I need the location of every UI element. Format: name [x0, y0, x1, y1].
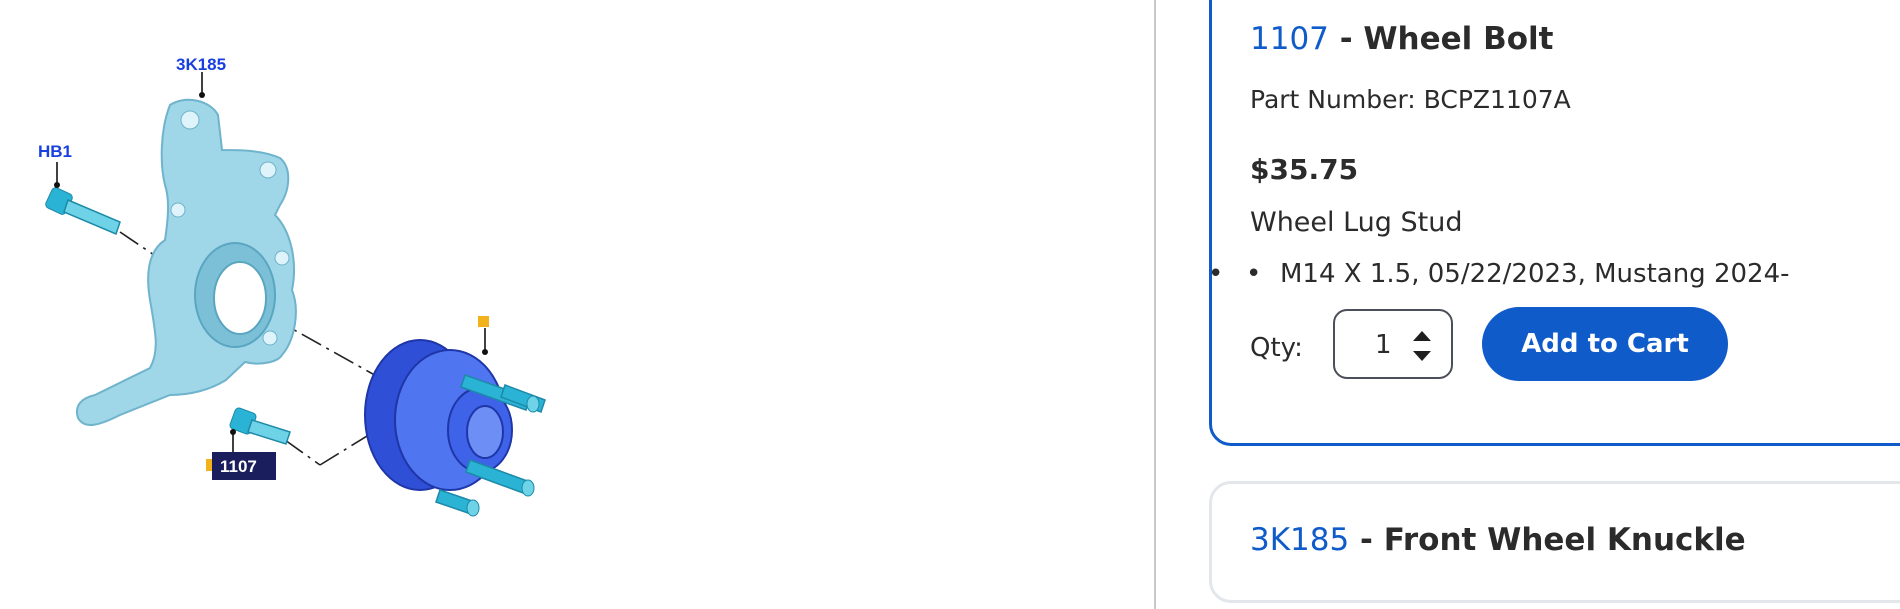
- part-note-text: M14 X 1.5, 05/22/2023, Mustang 2024-: [1280, 259, 1790, 289]
- parts-diagram-svg: 3K185 HB1 1107: [38, 55, 546, 517]
- callout-hb1[interactable]: HB1: [38, 142, 72, 161]
- part-price: $35.75: [1250, 153, 1359, 186]
- next-part-title: 3K185 - Front Wheel Knuckle: [1250, 522, 1746, 558]
- hub-part[interactable]: [364, 339, 546, 517]
- callout-3k185[interactable]: 3K185: [176, 55, 226, 74]
- upper-bolt-part[interactable]: [44, 186, 121, 236]
- next-part-number-link[interactable]: 3K185: [1250, 522, 1350, 558]
- bolt-marker-icon: [206, 459, 214, 471]
- leader-lines: [56, 72, 486, 453]
- panel-divider: [1154, 0, 1156, 609]
- title-separator: -: [1349, 522, 1384, 558]
- part-title: 1107 - Wheel Bolt: [1250, 21, 1553, 57]
- title-separator: -: [1328, 21, 1364, 57]
- quantity-stepper[interactable]: 1: [1333, 309, 1453, 379]
- wheel-bolt-part[interactable]: [229, 407, 291, 445]
- qty-label: Qty:: [1250, 333, 1303, 363]
- part-number-link[interactable]: 1107: [1250, 21, 1329, 57]
- add-to-cart-button[interactable]: Add to Cart: [1482, 307, 1728, 381]
- knuckle-part[interactable]: [76, 98, 297, 426]
- callout-1107-badge[interactable]: 1107: [212, 452, 276, 480]
- next-part-name: Front Wheel Knuckle: [1383, 522, 1746, 558]
- list-bullet-icon: •: [1208, 259, 1224, 289]
- part-description: Wheel Lug Stud: [1250, 207, 1463, 238]
- part-name: Wheel Bolt: [1363, 21, 1554, 57]
- decrement-arrow-icon[interactable]: [1413, 351, 1431, 361]
- part-number-line: Part Number: BCPZ1107A: [1250, 85, 1571, 114]
- callout-1107[interactable]: 1107: [220, 457, 257, 476]
- list-bullet-icon: •: [1246, 259, 1262, 289]
- part-card-next[interactable]: 3K185 - Front Wheel Knuckle: [1209, 481, 1900, 603]
- increment-arrow-icon[interactable]: [1413, 331, 1431, 341]
- part-card-selected: 1107 - Wheel Bolt Part Number: BCPZ1107A…: [1208, 0, 1900, 446]
- parts-diagram: 3K185 HB1 1107: [38, 55, 546, 517]
- quantity-value[interactable]: 1: [1375, 330, 1392, 360]
- hub-marker-icon[interactable]: [478, 316, 489, 327]
